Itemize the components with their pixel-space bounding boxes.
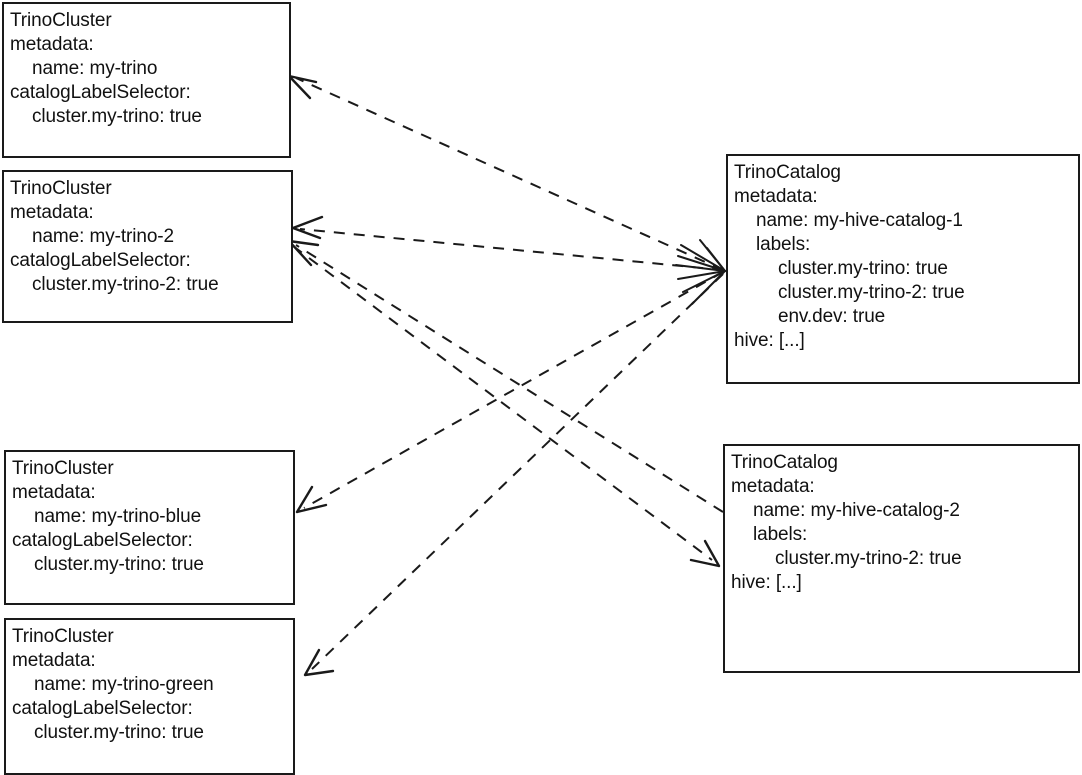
node-line: cluster.my-trino-2: true: [32, 274, 219, 295]
node-line: cluster.my-trino: true: [32, 106, 202, 127]
node-body: TrinoCatalog metadata: name: my-hive-cat…: [728, 156, 1078, 353]
edge-catalog2-to-my-trino-2: [287, 239, 724, 513]
edge-my-trino-2-to-catalog2: [292, 245, 721, 568]
node-line: metadata:: [10, 202, 94, 223]
node-line: name: my-trino: [32, 58, 158, 79]
node-line: metadata:: [12, 650, 96, 671]
node-line: catalogLabelSelector:: [12, 530, 193, 551]
node-line: TrinoCatalog: [731, 452, 838, 473]
node-trinocluster-my-trino-green[interactable]: TrinoCluster metadata: name: my-trino-gr…: [4, 618, 295, 775]
node-line: cluster.my-trino-2: true: [778, 282, 965, 303]
node-line: env.dev: true: [778, 306, 886, 327]
node-line: hive: [...]: [734, 330, 805, 351]
node-line: TrinoCluster: [10, 178, 112, 199]
node-line: TrinoCatalog: [734, 162, 841, 183]
node-line: hive: [...]: [731, 572, 802, 593]
node-line: labels:: [756, 234, 811, 255]
node-trinocluster-my-trino-blue[interactable]: TrinoCluster metadata: name: my-trino-bl…: [4, 450, 295, 605]
edge-hub-convergence: [675, 239, 726, 305]
node-line: catalogLabelSelector:: [12, 698, 193, 719]
node-line: catalogLabelSelector:: [10, 82, 191, 103]
node-line: TrinoCluster: [12, 458, 114, 479]
node-trinocatalog-my-hive-catalog-2[interactable]: TrinoCatalog metadata: name: my-hive-cat…: [723, 444, 1080, 673]
node-trinocluster-my-trino[interactable]: TrinoCluster metadata: name: my-trino ca…: [2, 2, 291, 158]
node-body: TrinoCluster metadata: name: my-trino-bl…: [6, 452, 293, 577]
node-line: cluster.my-trino-2: true: [775, 548, 962, 569]
node-line: cluster.my-trino: true: [34, 722, 204, 743]
node-line: name: my-trino-green: [34, 674, 214, 695]
node-line: metadata:: [734, 186, 818, 207]
node-line: metadata:: [10, 34, 94, 55]
edge-catalog1-to-my-trino: [287, 74, 724, 271]
node-body: TrinoCluster metadata: name: my-trino-2 …: [4, 172, 291, 297]
node-line: name: my-trino-2: [32, 226, 174, 247]
node-line: metadata:: [731, 476, 815, 497]
node-line: cluster.my-trino: true: [34, 554, 204, 575]
node-line: metadata:: [12, 482, 96, 503]
node-line: TrinoCluster: [12, 626, 114, 647]
node-body: TrinoCatalog metadata: name: my-hive-cat…: [725, 446, 1078, 595]
node-line: name: my-hive-catalog-2: [753, 500, 960, 521]
node-body: TrinoCluster metadata: name: my-trino-gr…: [6, 620, 293, 745]
node-line: name: my-hive-catalog-1: [756, 210, 963, 231]
node-line: labels:: [753, 524, 808, 545]
node-line: catalogLabelSelector:: [10, 250, 191, 271]
node-line: cluster.my-trino: true: [778, 258, 948, 279]
edge-catalog1-to-my-trino-green: [303, 273, 724, 677]
node-trinocluster-my-trino-2[interactable]: TrinoCluster metadata: name: my-trino-2 …: [2, 170, 293, 323]
edge-catalog1-to-my-trino-2: [291, 215, 724, 271]
node-line: TrinoCluster: [10, 10, 112, 31]
edge-catalog1-to-my-trino-blue: [295, 271, 724, 514]
node-line: name: my-trino-blue: [34, 506, 202, 527]
node-body: TrinoCluster metadata: name: my-trino ca…: [4, 4, 289, 129]
node-trinocatalog-my-hive-catalog-1[interactable]: TrinoCatalog metadata: name: my-hive-cat…: [726, 154, 1080, 384]
